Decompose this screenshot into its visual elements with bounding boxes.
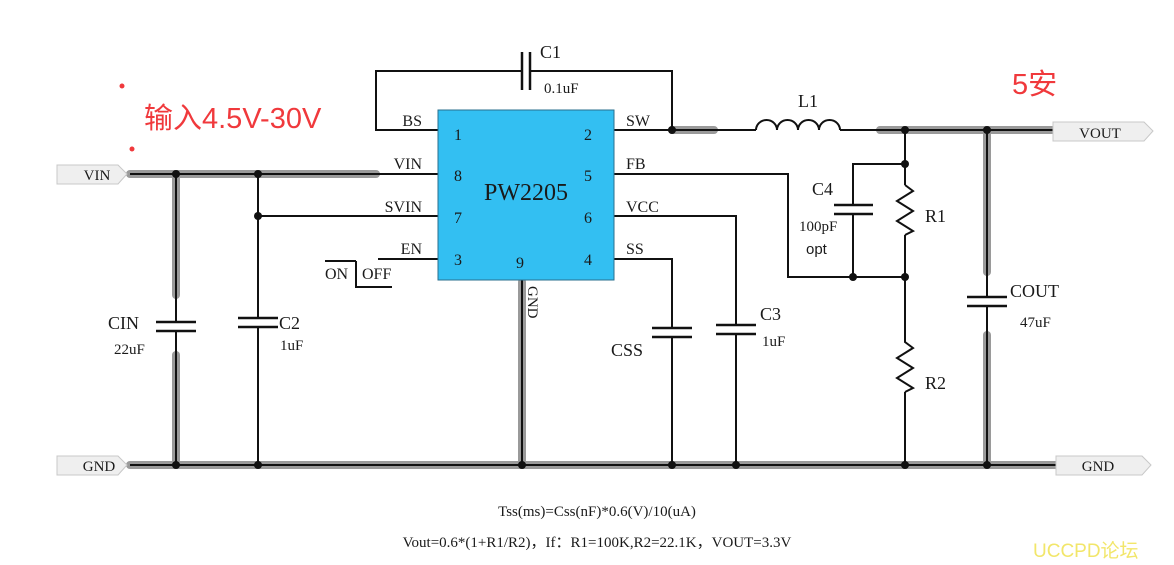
input-voltage-annotation: 输入4.5V-30V bbox=[144, 102, 322, 135]
port-gnd-left: GND bbox=[56, 455, 128, 476]
port-gnd-right: GND bbox=[1055, 455, 1152, 476]
port-vin-label: VIN bbox=[84, 168, 111, 184]
junction-dot bbox=[983, 126, 991, 134]
pin-6-number: 6 bbox=[584, 210, 592, 227]
junction-dot bbox=[901, 126, 909, 134]
c2-ref: C2 bbox=[279, 313, 300, 333]
pin-name-bs: BS bbox=[402, 113, 422, 130]
r2-ref: R2 bbox=[925, 373, 946, 393]
pin-1-number: 1 bbox=[454, 127, 462, 144]
capacitors bbox=[156, 52, 1007, 339]
red-annotations: 输入4.5V-30V 5安 bbox=[119, 68, 1057, 152]
pin-7-number: 7 bbox=[454, 210, 462, 227]
vcc-wire bbox=[614, 215, 737, 325]
ic-body bbox=[437, 109, 615, 281]
port-vin: VIN bbox=[56, 164, 128, 185]
pin-9-number: 9 bbox=[516, 255, 524, 272]
r1-ref: R1 bbox=[925, 206, 946, 226]
pin-name-ss: SS bbox=[626, 241, 644, 258]
c3-value: 1uF bbox=[762, 334, 785, 350]
cin-ref: CIN bbox=[108, 313, 139, 333]
ic-pw2205: PW2205 1 8 7 3 2 5 6 4 9 bbox=[437, 109, 615, 281]
watermark: UCCPD论坛 bbox=[1033, 540, 1139, 562]
c1-value: 0.1uF bbox=[544, 81, 579, 97]
c4-wire-top bbox=[852, 163, 905, 205]
junction-dot bbox=[901, 160, 909, 168]
junction-dot bbox=[172, 170, 180, 178]
l1-ref: L1 bbox=[798, 91, 818, 111]
junction-dot bbox=[983, 461, 991, 469]
port-vout-label: VOUT bbox=[1079, 126, 1121, 142]
pin-8-number: 8 bbox=[454, 168, 462, 185]
bs-wire bbox=[375, 70, 522, 131]
junction-dot bbox=[518, 461, 526, 469]
c2-value: 1uF bbox=[280, 338, 303, 354]
pin-name-sw: SW bbox=[626, 113, 651, 130]
port-vin-shape bbox=[56, 164, 128, 185]
pin-name-gnd: GND bbox=[524, 286, 540, 319]
junction-dot bbox=[732, 461, 740, 469]
switch-off-label: OFF bbox=[362, 266, 391, 283]
junctions bbox=[172, 126, 991, 469]
c4-note: opt bbox=[806, 241, 828, 258]
c4-value: 100pF bbox=[799, 219, 837, 235]
c1-ref: C1 bbox=[540, 42, 561, 62]
cout-ref: COUT bbox=[1010, 281, 1059, 301]
en-switch: ON OFF bbox=[325, 260, 392, 288]
pin-name-en: EN bbox=[401, 241, 423, 258]
pin-4-number: 4 bbox=[584, 252, 592, 269]
soft-start-formula: Tss(ms)=Css(nF)*0.6(V)/10(uA) bbox=[498, 504, 696, 520]
junction-dot bbox=[668, 461, 676, 469]
junction-dot bbox=[901, 461, 909, 469]
junction-dot bbox=[254, 461, 262, 469]
switch-step bbox=[355, 261, 392, 288]
pin-2-number: 2 bbox=[584, 127, 592, 144]
wires bbox=[130, 70, 1056, 466]
inductor-l1 bbox=[755, 119, 841, 131]
junction-dot bbox=[172, 461, 180, 469]
component-labels: C1 0.1uF L1 C4 100pF opt R1 R2 COUT 47uF… bbox=[108, 42, 1059, 393]
c4-ref: C4 bbox=[812, 179, 833, 199]
pin-5-number: 5 bbox=[584, 168, 592, 185]
pin-name-fb: FB bbox=[626, 156, 646, 173]
junction-dot bbox=[901, 273, 909, 281]
port-gnd-right-label: GND bbox=[1082, 459, 1115, 475]
switch-on-label: ON bbox=[325, 266, 349, 283]
ss-wire bbox=[614, 258, 673, 328]
pin-name-vin: VIN bbox=[394, 156, 423, 173]
ic-name: PW2205 bbox=[484, 180, 568, 206]
pin-name-vcc: VCC bbox=[626, 199, 659, 216]
port-vout-shape bbox=[1052, 121, 1154, 142]
resistor-r1 bbox=[895, 184, 916, 236]
junction-dot bbox=[254, 170, 262, 178]
junction-dot bbox=[254, 212, 262, 220]
junction-dot bbox=[668, 126, 676, 134]
pin-name-svin: SVIN bbox=[385, 199, 423, 216]
port-gnd-left-label: GND bbox=[83, 459, 116, 475]
cout-value: 47uF bbox=[1020, 315, 1051, 331]
red-dot bbox=[129, 146, 135, 152]
fb-wire bbox=[614, 173, 905, 278]
port-vout: VOUT bbox=[1052, 121, 1154, 142]
pin-names: BS VIN SVIN EN SW FB VCC SS GND bbox=[385, 113, 659, 319]
red-dot bbox=[119, 83, 125, 89]
vout-formula: Vout=0.6*(1+R1/R2)，If：R1=100K,R2=22.1K，V… bbox=[403, 535, 792, 551]
cin-value: 22uF bbox=[114, 342, 145, 358]
resistor-r2 bbox=[895, 338, 916, 393]
c3-ref: C3 bbox=[760, 304, 781, 324]
junction-dot bbox=[849, 273, 857, 281]
port-gnd-right-shape bbox=[1055, 455, 1152, 476]
css-ref: CSS bbox=[611, 340, 643, 360]
pin-3-number: 3 bbox=[454, 252, 462, 269]
port-gnd-left-shape bbox=[56, 455, 128, 476]
output-current-annotation: 5安 bbox=[1012, 68, 1057, 101]
c1-sw-wire bbox=[530, 70, 673, 130]
